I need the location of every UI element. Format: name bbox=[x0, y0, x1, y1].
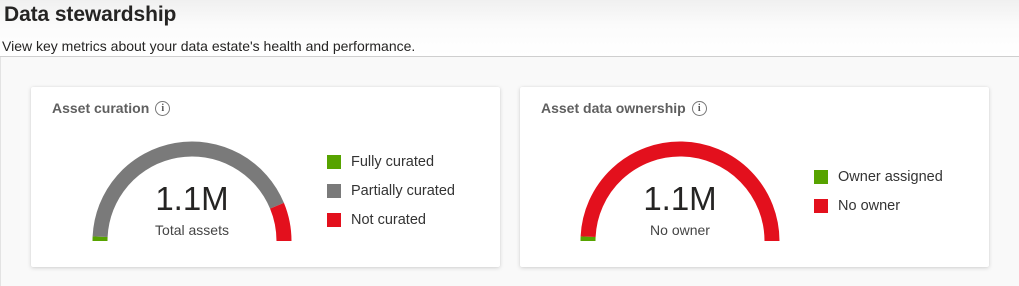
gauge-value: 1.1M bbox=[643, 180, 717, 217]
card-title-text: Asset data ownership bbox=[541, 100, 686, 116]
asset-ownership-card: Asset data ownership i 1.1M No owner Own… bbox=[520, 87, 989, 267]
info-icon[interactable]: i bbox=[155, 100, 171, 116]
gauge-label: No owner bbox=[650, 222, 710, 238]
legend-item-fully-curated[interactable]: Fully curated bbox=[327, 147, 455, 176]
legend-item-owner-assigned[interactable]: Owner assigned bbox=[814, 162, 943, 191]
legend-swatch bbox=[327, 154, 341, 169]
asset-curation-gauge bbox=[92, 141, 292, 242]
gauge-segment-no-owner[interactable] bbox=[580, 141, 780, 242]
legend-label: Not curated bbox=[351, 211, 426, 228]
legend-label: Owner assigned bbox=[838, 168, 943, 185]
card-title: Asset data ownership i bbox=[541, 100, 707, 116]
legend-swatch bbox=[327, 183, 341, 198]
legend-swatch bbox=[814, 169, 828, 184]
info-icon[interactable]: i bbox=[691, 100, 707, 116]
legend-item-partially-curated[interactable]: Partially curated bbox=[327, 176, 455, 205]
card-title-text: Asset curation bbox=[52, 100, 150, 116]
gauge-label: Total assets bbox=[155, 222, 229, 238]
legend: Fully curated Partially curated Not cura… bbox=[327, 147, 455, 234]
legend: Owner assigned No owner bbox=[814, 162, 943, 220]
legend-item-no-owner[interactable]: No owner bbox=[814, 191, 943, 220]
legend-label: Partially curated bbox=[351, 182, 455, 199]
page-subtitle: View key metrics about your data estate'… bbox=[2, 38, 416, 54]
legend-label: Fully curated bbox=[351, 153, 435, 170]
asset-curation-card: Asset curation i 1.1M Total assets Fully… bbox=[31, 87, 500, 267]
gauge-segment-partially-curated[interactable] bbox=[92, 141, 284, 238]
legend-label: No owner bbox=[838, 197, 901, 214]
page-title: Data stewardship bbox=[4, 3, 177, 26]
asset-ownership-gauge bbox=[580, 141, 780, 242]
legend-swatch bbox=[814, 198, 828, 213]
gauge-segment-not-curated[interactable] bbox=[269, 202, 292, 242]
card-title: Asset curation i bbox=[52, 100, 171, 116]
legend-swatch bbox=[327, 212, 341, 227]
left-divider bbox=[0, 57, 1, 286]
page-header: Data stewardship View key metrics about … bbox=[0, 0, 1019, 57]
gauge-value: 1.1M bbox=[155, 180, 229, 217]
legend-item-not-curated[interactable]: Not curated bbox=[327, 205, 455, 234]
